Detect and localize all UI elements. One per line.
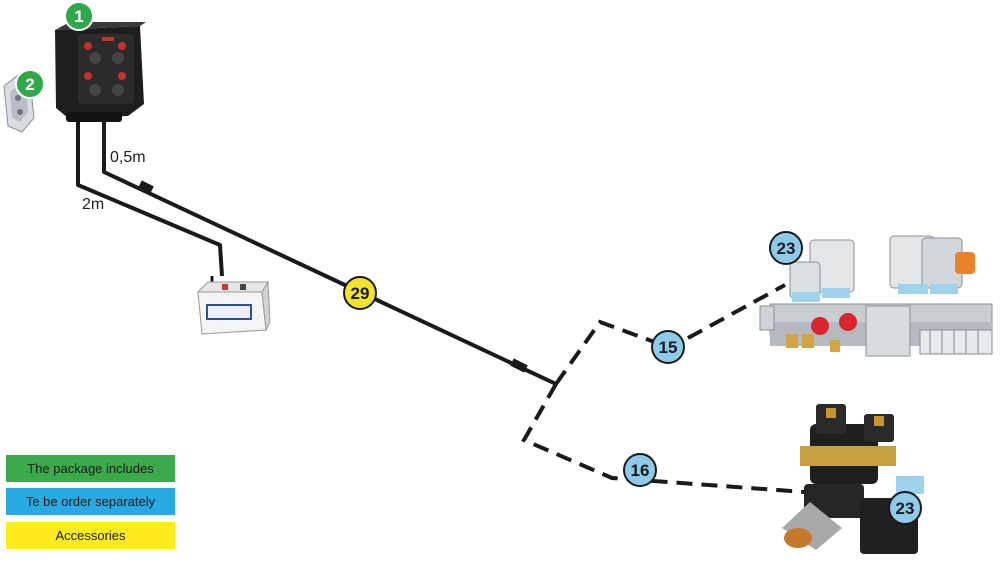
cable-length-long: 2m [82, 196, 104, 213]
cable-main [102, 122, 557, 386]
badge-number: 23 [896, 499, 915, 518]
cable-connector [138, 180, 154, 194]
badge-cable-regulator: 16 [623, 453, 657, 487]
badge-cable-valves: 15 [651, 330, 685, 364]
badge-number: 15 [659, 338, 678, 357]
badge-valve-connectors: 23 [769, 231, 803, 265]
badge-number: 1 [74, 7, 83, 26]
legend-package-includes: The package includes [6, 455, 175, 482]
badge-number: 29 [351, 284, 370, 303]
cable-length-short: 0,5m [110, 149, 146, 166]
legend-order-separately: Te be order separately [6, 488, 175, 515]
battery [196, 280, 271, 335]
cable-regulator-branch [521, 383, 806, 494]
regulator-valve [782, 404, 924, 554]
badge-number: 23 [777, 239, 796, 258]
legend-accessories: Accessories [6, 522, 175, 549]
cable-connector [510, 358, 528, 373]
badge-number: 2 [25, 75, 34, 94]
badge-control-box: 1 [64, 1, 94, 31]
valve-block [759, 235, 993, 357]
badge-cable-main: 29 [343, 276, 377, 310]
badge-bracket: 2 [15, 69, 45, 99]
control-box [55, 22, 146, 122]
badge-number: 16 [631, 461, 650, 480]
badge-regulator-connectors: 23 [888, 491, 922, 525]
cable-valve-branch [554, 283, 786, 386]
